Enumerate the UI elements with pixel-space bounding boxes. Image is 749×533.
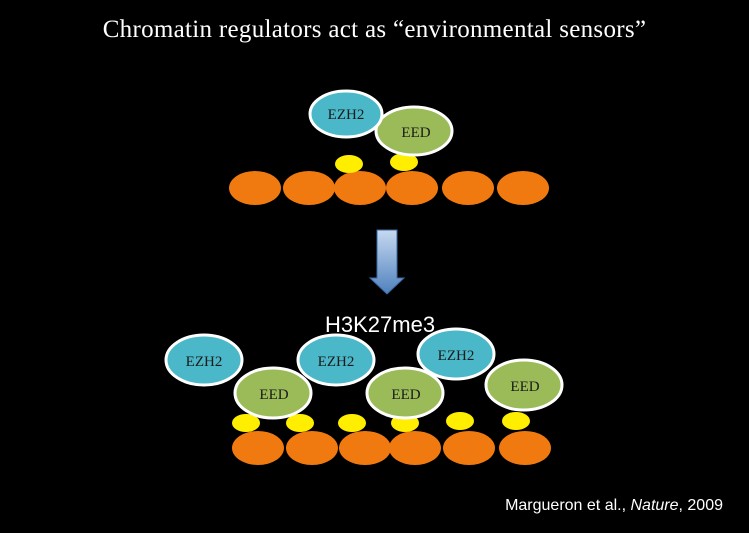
histone-mark bbox=[502, 412, 530, 430]
prc2-complex: EED EZH2 bbox=[164, 333, 313, 420]
nucleosome bbox=[229, 171, 281, 205]
nucleosome bbox=[499, 431, 551, 465]
nucleosome bbox=[497, 171, 549, 205]
nucleosome bbox=[386, 171, 438, 205]
ezh2-subunit bbox=[164, 333, 244, 387]
prc2-complex: EED EZH2 bbox=[416, 327, 564, 412]
down-arrow bbox=[368, 229, 406, 295]
nucleosome bbox=[442, 171, 494, 205]
eed-label: EED bbox=[391, 387, 420, 403]
prc2-complex: EED EZH2 bbox=[308, 89, 454, 157]
nucleosome bbox=[443, 431, 495, 465]
eed-label: EED bbox=[510, 379, 539, 395]
eed-subunit bbox=[365, 366, 445, 420]
ezh2-subunit bbox=[416, 327, 496, 381]
histone-mark bbox=[338, 414, 366, 432]
ezh2-label: EZH2 bbox=[438, 348, 475, 364]
nucleosome bbox=[283, 171, 335, 205]
nucleosome bbox=[334, 171, 386, 205]
nucleosome bbox=[286, 431, 338, 465]
citation: Margueron et al., Nature, 2009 bbox=[505, 497, 723, 515]
eed-label: EED bbox=[259, 387, 288, 403]
top-chromatin: EED EZH2 bbox=[229, 89, 549, 205]
eed-subunit bbox=[233, 366, 313, 420]
ezh2-label: EZH2 bbox=[186, 354, 223, 370]
citation-year: , 2009 bbox=[678, 497, 723, 514]
citation-journal: Nature bbox=[630, 497, 679, 514]
histone-mark bbox=[446, 412, 474, 430]
bottom-chromatin: EED EZH2 EED EZH2 EED EZH2 bbox=[164, 327, 564, 465]
nucleosome bbox=[232, 431, 284, 465]
histone-mark bbox=[335, 155, 363, 173]
prc2-complex: EED EZH2 bbox=[296, 333, 445, 420]
citation-authors: Margueron et al., bbox=[505, 497, 631, 514]
ezh2-label: EZH2 bbox=[318, 354, 355, 370]
ezh2-label: EZH2 bbox=[328, 107, 365, 123]
ezh2-subunit bbox=[308, 89, 384, 139]
h3k27me3-label: H3K27me3 bbox=[325, 312, 436, 337]
eed-subunit bbox=[374, 105, 454, 157]
top-nucleosome-row bbox=[229, 171, 549, 205]
eed-label: EED bbox=[401, 125, 430, 141]
histone-mark bbox=[286, 414, 314, 432]
nucleosome bbox=[339, 431, 391, 465]
histone-mark bbox=[232, 414, 260, 432]
histone-mark bbox=[390, 153, 418, 171]
eed-subunit bbox=[484, 358, 564, 412]
slide-title: Chromatin regulators act as “environment… bbox=[102, 16, 647, 43]
bottom-nucleosome-row bbox=[232, 431, 551, 465]
nucleosome bbox=[389, 431, 441, 465]
ezh2-subunit bbox=[296, 333, 376, 387]
